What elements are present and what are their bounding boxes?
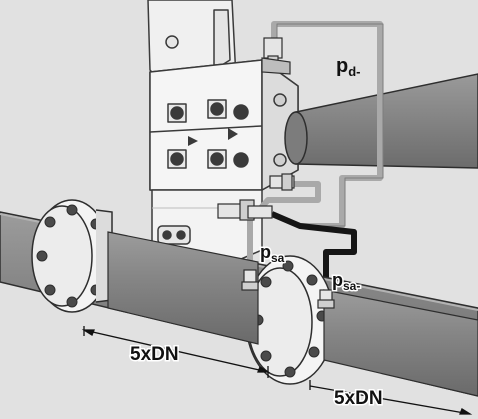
label-dimension-1: 5xDN [130,344,179,365]
flange-right [245,255,335,385]
impulse-line-psa-minus [270,211,357,292]
tap-psa-minus [317,289,335,309]
label-psa: psa [260,242,285,265]
flange-left [31,199,113,313]
fitting-psa-minus-upper [217,199,273,221]
label-psa-minus: psa- [332,270,360,293]
impulse-line-psa [247,181,321,268]
label-dimension-2: 5xDN [334,388,383,409]
pipe-segment-right [323,289,478,397]
label-pd: pd- [336,55,361,79]
upper-pipe [284,73,478,169]
fitting-psa-upper [269,173,295,191]
impulse-line-pd [271,21,384,229]
pipe-segment-mid [107,231,259,345]
tap-psa [241,269,259,291]
dimension-line-1 [81,326,271,378]
label-pd-subscript: d- [348,64,360,79]
label-psa-subscript: sa [271,251,285,265]
label-psa-minus-subscript: sa- [343,279,360,293]
dimension-line-2 [309,380,473,415]
fitting-top [261,37,291,75]
pressure-transmitter [147,0,299,263]
